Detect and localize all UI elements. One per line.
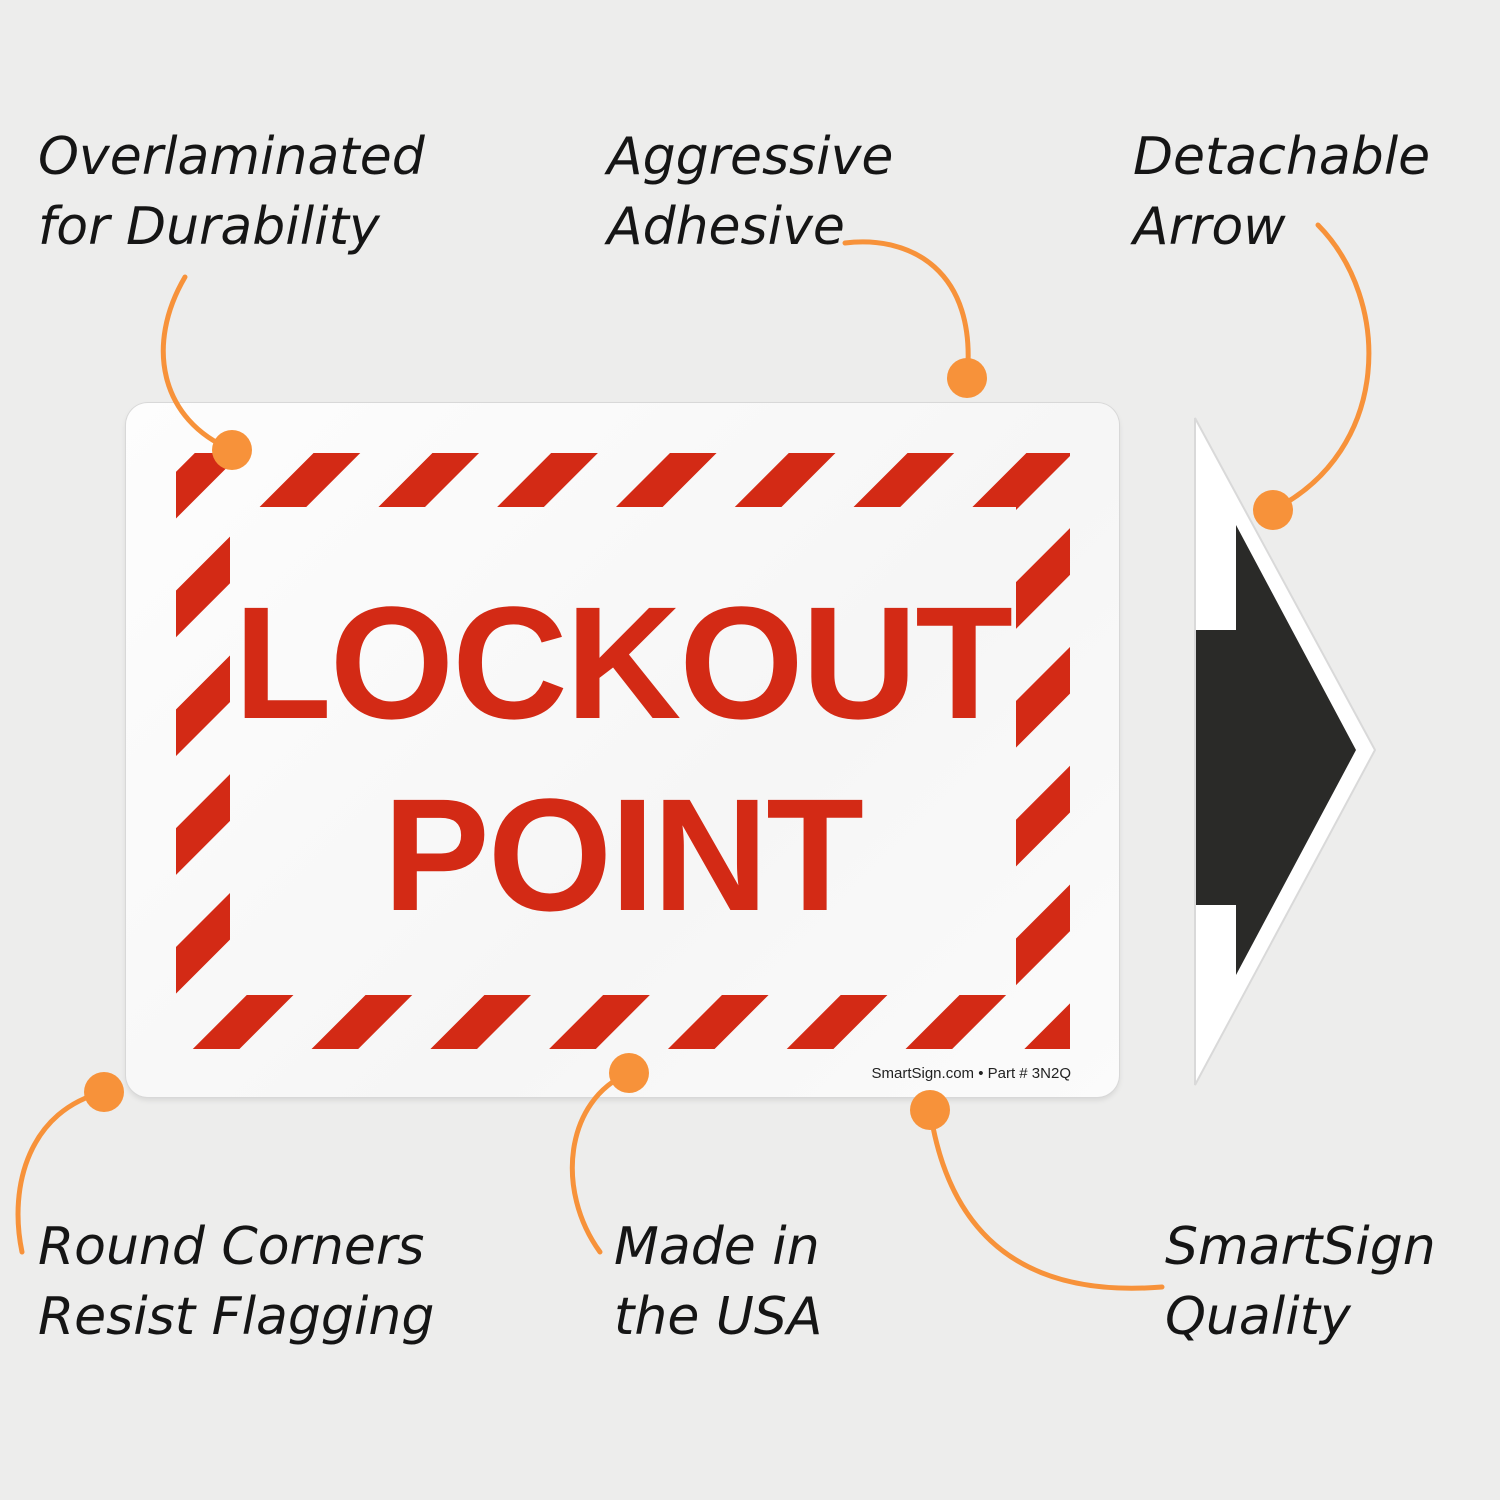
callout-aggressive-adhesive: Aggressive Adhesive: [607, 122, 893, 262]
sign-heading-line-1: LOCKOUT: [233, 573, 1013, 752]
callout-dot-smartsign: [910, 1090, 950, 1130]
callout-detachable-arrow: Detachable Arrow: [1133, 122, 1430, 262]
callout-dot-adhesive: [947, 358, 987, 398]
callout-line: Aggressive: [607, 127, 894, 187]
connector-adhesive: [842, 239, 971, 381]
callout-line: Adhesive: [607, 197, 845, 257]
callout-line: Quality: [1165, 1287, 1351, 1347]
connector-overlaminated: [160, 274, 235, 453]
callout-line: Made in: [614, 1217, 820, 1277]
connector-arrow: [1270, 222, 1372, 513]
callout-line: SmartSign: [1165, 1217, 1436, 1277]
connector-smartsign: [927, 1107, 1165, 1291]
hazard-stripe-border: [176, 453, 1070, 1049]
callout-overlaminated: Overlaminated for Durability: [38, 122, 425, 262]
callout-line: Resist Flagging: [38, 1287, 435, 1347]
callout-made-in-usa: Made in the USA: [614, 1212, 823, 1352]
connector-made-in-usa: [569, 1070, 632, 1255]
callout-line: Arrow: [1133, 197, 1286, 257]
callout-line: Overlaminated: [38, 127, 425, 187]
callout-smartsign-quality: SmartSign Quality: [1165, 1212, 1436, 1352]
sign-heading-line-2: POINT: [383, 765, 864, 944]
callout-line: Detachable: [1133, 127, 1431, 187]
callout-round-corners: Round Corners Resist Flagging: [38, 1212, 434, 1352]
callout-line: for Durability: [38, 197, 380, 257]
sign-part-number: SmartSign.com • Part # 3N2Q: [871, 1065, 1072, 1082]
callout-dot-overlaminated: [212, 430, 252, 470]
callout-line: Round Corners: [38, 1217, 425, 1277]
callout-dot-arrow: [1253, 490, 1293, 530]
connector-round-corners: [15, 1089, 107, 1255]
callout-dot-made-in-usa: [609, 1053, 649, 1093]
callout-dot-round-corners: [84, 1072, 124, 1112]
callout-line: the USA: [614, 1287, 823, 1347]
lockout-point-sign: LOCKOUT POINT SmartSign.com • Part # 3N2…: [126, 403, 1119, 1097]
detachable-arrow-icon: [1194, 417, 1377, 1086]
